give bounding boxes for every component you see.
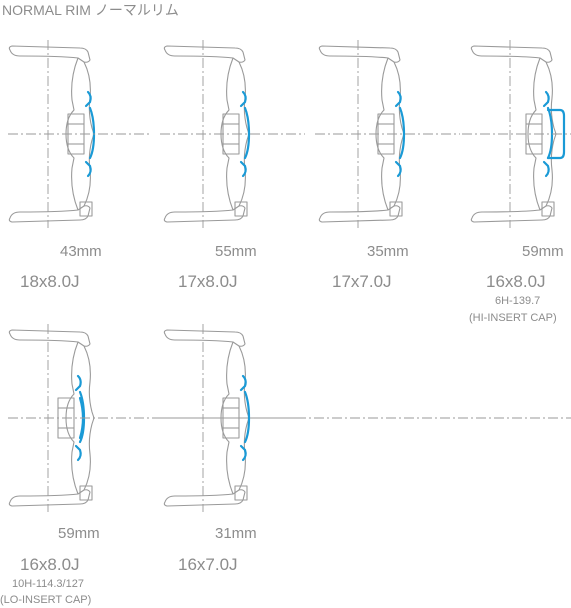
rim-barrel bbox=[527, 57, 541, 211]
disk-accent bbox=[239, 374, 251, 462]
spoke-edge-top bbox=[84, 90, 92, 108]
rim-bottom-flange bbox=[8, 205, 91, 223]
center-axis bbox=[160, 324, 305, 512]
spoke-edge-bottom bbox=[239, 444, 247, 462]
wheel-profile-16x7 bbox=[155, 322, 305, 512]
center-axis bbox=[160, 40, 305, 228]
offset-label: 55mm bbox=[215, 243, 257, 260]
spoke-edge-mid bbox=[243, 106, 251, 160]
bolt-pattern-note: 10H-114.3/127 bbox=[12, 578, 84, 590]
spoke-edge-mid bbox=[398, 106, 406, 160]
rim-top-flange bbox=[8, 45, 91, 63]
spoke-edge-bottom bbox=[84, 160, 92, 178]
offset-label: 35mm bbox=[367, 243, 409, 260]
rim-bottom-flange bbox=[8, 489, 91, 507]
spoke-edge-bottom bbox=[394, 160, 402, 178]
spoke-edge-mid bbox=[243, 390, 251, 444]
spoke-edge-top bbox=[239, 90, 247, 108]
spoke-edge-top bbox=[542, 90, 550, 108]
spoke-edge-top bbox=[239, 374, 247, 392]
cap-type-note: (LO-INSERT CAP) bbox=[0, 594, 92, 606]
disk-accent bbox=[542, 90, 566, 178]
rim-size-label: 16x7.0J bbox=[178, 555, 238, 574]
valve-stub bbox=[541, 201, 555, 217]
offset-label: 59mm bbox=[522, 243, 564, 260]
wheel-profile-16x8-hi bbox=[462, 38, 571, 228]
offset-label: 31mm bbox=[215, 525, 257, 542]
valve-stub bbox=[389, 201, 403, 217]
rim-size-label: 16x8.0J bbox=[20, 555, 80, 574]
wheel-cross-section-svg bbox=[8, 324, 571, 512]
valve-stub bbox=[79, 485, 93, 501]
wheel-cross-section-svg bbox=[160, 324, 305, 512]
spoke-edge-bottom bbox=[74, 444, 82, 462]
valve-stub bbox=[79, 201, 93, 217]
wheel-profile-18x8 bbox=[0, 38, 150, 228]
center-axis bbox=[462, 40, 571, 228]
wheel-profile-17x7 bbox=[310, 38, 460, 228]
spoke-edge-bottom bbox=[542, 160, 550, 178]
wheel-cross-section-svg bbox=[315, 40, 460, 228]
insert-cap-hi bbox=[546, 108, 566, 160]
rim-top-flange bbox=[163, 45, 246, 63]
spoke-edge-mid bbox=[88, 106, 96, 160]
wheel-cross-section-svg bbox=[8, 40, 150, 228]
offset-label: 43mm bbox=[60, 243, 102, 260]
offset-label: 59mm bbox=[58, 525, 100, 542]
center-axis bbox=[8, 324, 571, 512]
center-axis bbox=[315, 40, 460, 228]
rim-size-label: 17x8.0J bbox=[178, 272, 238, 291]
wheel-profile-17x8 bbox=[155, 38, 305, 228]
valve-stub bbox=[234, 201, 248, 217]
spoke-edge-bottom bbox=[239, 160, 247, 178]
rim-size-label: 17x7.0J bbox=[332, 272, 392, 291]
rim-top-flange bbox=[8, 329, 91, 347]
disk-accent bbox=[239, 90, 251, 178]
spoke-edge-top bbox=[74, 374, 82, 392]
rim-size-label: 18x8.0J bbox=[20, 272, 80, 291]
rim-bottom-flange bbox=[318, 205, 401, 223]
bolt-pattern-note: 6H-139.7 bbox=[495, 295, 541, 307]
cap-type-note: (HI-INSERT CAP) bbox=[469, 312, 557, 324]
rim-bottom-flange bbox=[163, 205, 246, 223]
rim-size-label: 16x8.0J bbox=[486, 272, 546, 291]
wheel-cross-section-svg bbox=[462, 40, 571, 228]
rim-top-flange bbox=[470, 45, 553, 63]
valve-stub bbox=[234, 485, 248, 501]
page-title: NORMAL RIM ノーマルリム bbox=[2, 2, 179, 18]
rim-bottom-flange bbox=[470, 205, 553, 223]
spoke-edge-top bbox=[394, 90, 402, 108]
center-axis bbox=[8, 40, 150, 228]
rim-bottom-flange bbox=[163, 489, 246, 507]
rim-top-flange bbox=[163, 329, 246, 347]
rim-top-flange bbox=[318, 45, 401, 63]
wheel-cross-section-svg bbox=[160, 40, 305, 228]
disk-accent bbox=[394, 90, 406, 178]
wheel-profile-16x8-lo bbox=[0, 322, 571, 512]
